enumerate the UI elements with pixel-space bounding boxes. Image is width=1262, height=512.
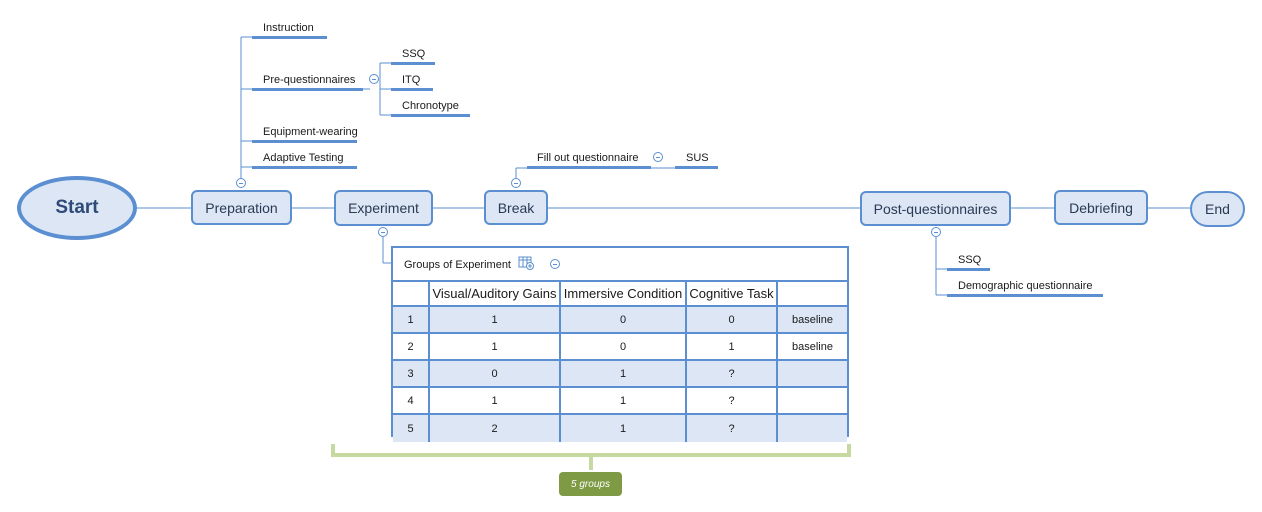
end-node[interactable]: End bbox=[1190, 191, 1245, 227]
topic-underline bbox=[252, 88, 363, 91]
table-cell: 1 bbox=[430, 307, 561, 334]
table-header-cell: Visual/Auditory Gains bbox=[430, 282, 561, 307]
table-title: Groups of Experiment bbox=[404, 259, 511, 271]
groups-table: Groups of Experiment Visual/Auditory Gai… bbox=[391, 246, 849, 442]
table-cell: 0 bbox=[561, 334, 687, 361]
topic-underline bbox=[391, 114, 470, 117]
table-cell: 1 bbox=[561, 361, 687, 388]
table-cell: ? bbox=[687, 388, 778, 415]
collapse-toggle-icon[interactable] bbox=[511, 178, 521, 188]
collapse-toggle-icon[interactable] bbox=[931, 227, 941, 237]
preparation-node[interactable]: Preparation bbox=[191, 190, 292, 225]
table-header-cell: Cognitive Task bbox=[687, 282, 778, 307]
itq-topic[interactable]: ITQ bbox=[402, 74, 421, 86]
topic-underline bbox=[391, 62, 435, 65]
ssq-pre-topic[interactable]: SSQ bbox=[402, 48, 426, 60]
demographic-questionnaire-topic[interactable]: Demographic questionnaire bbox=[958, 280, 1093, 292]
collapse-toggle-icon[interactable] bbox=[369, 74, 379, 84]
collapse-toggle-icon[interactable] bbox=[653, 152, 663, 162]
table-cell: 2 bbox=[393, 334, 430, 361]
topic-underline bbox=[252, 36, 327, 39]
table-cell bbox=[778, 388, 847, 415]
table-header-cell bbox=[778, 282, 847, 307]
table-cell: baseline bbox=[778, 307, 847, 334]
table-cell: ? bbox=[687, 415, 778, 442]
table-cell: 0 bbox=[687, 307, 778, 334]
table-cell: 1 bbox=[687, 334, 778, 361]
topic-underline bbox=[252, 140, 357, 143]
start-node[interactable]: Start bbox=[17, 176, 137, 240]
table-cell bbox=[778, 415, 847, 442]
table-cell: 1 bbox=[561, 388, 687, 415]
table-title-row: Groups of Experiment bbox=[393, 248, 847, 282]
debriefing-node[interactable]: Debriefing bbox=[1054, 190, 1148, 225]
table-header-cell bbox=[393, 282, 430, 307]
topic-underline bbox=[675, 166, 718, 169]
table-cell: 4 bbox=[393, 388, 430, 415]
table-cell: ? bbox=[687, 361, 778, 388]
sus-topic[interactable]: SUS bbox=[686, 152, 709, 164]
table-cell: 3 bbox=[393, 361, 430, 388]
topic-underline bbox=[947, 294, 1103, 297]
fill-out-questionnaire-topic[interactable]: Fill out questionnaire bbox=[537, 152, 639, 164]
table-header-cell: Immersive Condition bbox=[561, 282, 687, 307]
ssq-post-topic[interactable]: SSQ bbox=[958, 254, 982, 266]
experiment-node[interactable]: Experiment bbox=[334, 190, 433, 226]
add-row-icon[interactable] bbox=[518, 256, 534, 270]
table-cell: 1 bbox=[430, 334, 561, 361]
table-cell bbox=[778, 361, 847, 388]
pre-questionnaires-topic[interactable]: Pre-questionnaires bbox=[263, 74, 356, 86]
table-cell: 1 bbox=[561, 415, 687, 442]
topic-underline bbox=[391, 88, 433, 91]
table-cell: baseline bbox=[778, 334, 847, 361]
table-cell: 0 bbox=[430, 361, 561, 388]
collapse-toggle-icon[interactable] bbox=[236, 178, 246, 188]
equipment-wearing-topic[interactable]: Equipment-wearing bbox=[263, 126, 358, 138]
break-node[interactable]: Break bbox=[484, 190, 548, 225]
post-questionnaires-node[interactable]: Post-questionnaires bbox=[860, 191, 1011, 226]
adaptive-testing-topic[interactable]: Adaptive Testing bbox=[263, 152, 344, 164]
collapse-toggle-icon[interactable] bbox=[550, 259, 560, 269]
groups-count-label: 5 groups bbox=[559, 472, 622, 496]
table-cell: 0 bbox=[561, 307, 687, 334]
collapse-toggle-icon[interactable] bbox=[378, 227, 388, 237]
chronotype-topic[interactable]: Chronotype bbox=[402, 100, 459, 112]
table-cell: 1 bbox=[393, 307, 430, 334]
topic-underline bbox=[527, 166, 651, 169]
table-cell: 2 bbox=[430, 415, 561, 442]
table-cell: 1 bbox=[430, 388, 561, 415]
topic-underline bbox=[947, 268, 990, 271]
instruction-topic[interactable]: Instruction bbox=[263, 22, 314, 34]
topic-underline bbox=[252, 166, 357, 169]
table-cell: 5 bbox=[393, 415, 430, 442]
